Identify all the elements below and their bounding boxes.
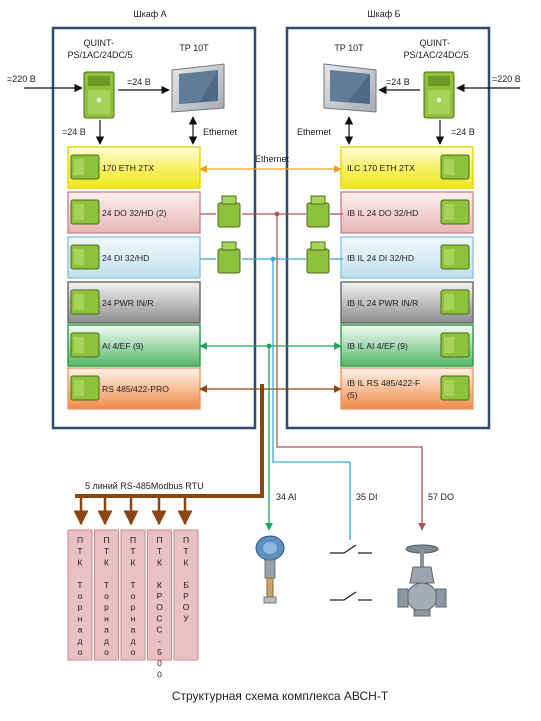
cabinet-a-module-do: 24 DO 32/HD (2) [67,191,201,234]
do-field-line [276,214,426,531]
diagram-caption: Структурная схема комплекса АВСН-Т [172,689,389,703]
cabinet-a-module-pwr: 24 PWR IN/R [67,281,201,324]
rs485-trunk [75,384,264,498]
cabinet-a-module-rs485: RS 485/422-PRO [67,367,201,410]
do-link [200,211,343,217]
cabinet-b-module-pwr: IB IL 24 PWR IN/R [340,281,474,324]
ethernet-link-label: Ethernet [255,154,290,164]
cabinet-b-module-rs485: IB IL RS 485/422-F(5) [340,367,474,410]
cabinet-a-title: Шкаф А [133,9,166,19]
cabinet-a-module-do-label: 24 DO 32/HD (2) [102,208,167,218]
power-supply-a [83,71,115,119]
ethernet-label-b: Ethernet [297,127,332,137]
cabinet-a-module-eth-icon-detail [74,159,84,175]
ptk-box-3-frame [120,529,146,661]
cabinet-b-module-di-icon-detail [444,249,454,265]
cabinet-a-module-di-label: 24 DI 32/HD [102,253,149,263]
power-supply-a-label: QUINT- PS/1AC/24DC/5 [67,38,132,60]
di-contact-icon [330,544,372,601]
cabinet-a-module-rs485-icon-detail [74,380,84,396]
cabinet-b-module-rs485-icon-detail [444,380,454,396]
ptk-box-2-frame [94,529,119,661]
cabinet-b-module-pwr-icon-detail [444,294,454,310]
cabinet-b-module-do-label: IB IL 24 DO 32/HD [347,208,418,218]
ptk-box-4-frame [147,529,172,661]
cabinet-a-module-pwr-icon-detail [74,294,84,310]
cabinet-a-module-ai-icon-detail [74,337,84,353]
cabinet-b-modules: ILC 170 ETH 2TX IB IL 24 DO 32/HD IB IL 24… [340,146,474,410]
cabinet-b-module-eth: ILC 170 ETH 2TX [340,146,474,189]
power-supply-b [423,71,455,119]
touch-panel-b [323,63,377,113]
relay-di-a [217,241,241,274]
cabinet-b-module-eth-label: ILC 170 ETH 2TX [347,163,415,173]
di-field-line [272,259,351,540]
cabinet-b-frame [285,26,491,430]
cabinet-b-module-di-box [340,236,474,279]
rs485-lines-label: 5 линий RS-485Modbus RTU [85,481,204,491]
do-count-label: 57 DO [428,492,454,502]
cabinet-b-title: Шкаф Б [367,9,400,19]
ptk-box-5-frame [173,529,199,661]
valve-icon [397,544,447,617]
relay-do-a [217,195,241,228]
cabinet-a-module-ai-label: AI 4/EF (9) [102,341,144,351]
panel-a-label: TP 10T [179,43,209,53]
cabinet-a-module-di-icon-detail [74,249,84,265]
cabinet-a-module-ai: AI 4/EF (9) [67,324,201,367]
cabinet-a-modules: 170 ETH 2TX 24 DO 32/HD (2) 24 DI 32/HD 24 … [67,146,201,410]
cabinet-b-module-pwr-box [340,281,474,324]
input-voltage-a: =220 В [7,74,36,84]
panel-b-label: TP 10T [334,43,364,53]
cabinet-a-module-rs485-label: RS 485/422-PRO [102,384,169,394]
cabinet-b-module-ai-icon-detail [444,337,454,353]
rs485-drops [73,496,193,526]
relay-di-b [306,241,330,274]
di-count-label: 35 DI [356,492,378,502]
cabinet-b-module-ai-label: IB IL AI 4/EF (9) [347,341,408,351]
output-voltage-b: =24 В [386,77,410,87]
cabinet-b-module-ai: IB IL AI 4/EF (9) [340,324,474,367]
cabinet-a-module-pwr-label: 24 PWR IN/R [102,298,154,308]
cabinet-a-module-di: 24 DI 32/HD [67,236,201,279]
ai-count-label: 34 AI [276,492,297,502]
cabinet-b-module-rs485-label: IB IL RS 485/422-F(5) [347,378,420,400]
power-supply-b-label: QUINT- PS/1AC/24DC/5 [403,38,468,60]
cabinet-b-module-pwr-label: IB IL 24 PWR IN/R [347,298,418,308]
module-voltage-a: =24 В [62,127,86,137]
ethernet-label-a: Ethernet [203,127,238,137]
input-voltage-b: =220 В [492,74,521,84]
touch-panel-a [171,63,225,113]
relay-do-b [306,195,330,228]
module-voltage-b: =24 В [451,127,475,137]
di-link [200,256,343,262]
cabinet-b-module-do-icon-detail [444,204,454,220]
cabinet-b-module-di-label: IB IL 24 DI 32/HD [347,253,414,263]
cabinet-b-module-di: IB IL 24 DI 32/HD [340,236,474,279]
output-voltage-a: =24 В [127,77,151,87]
cabinet-a-module-eth-label: 170 ETH 2TX [102,163,154,173]
cabinet-a-module-eth: 170 ETH 2TX [67,146,201,189]
cabinet-a-frame [51,26,257,430]
cabinet-b-module-eth-icon-detail [444,159,454,175]
cabinet-a-module-do-icon-detail [74,204,84,220]
ptk-box-1-frame [67,529,93,661]
cabinet-b-module-do: IB IL 24 DO 32/HD [340,191,474,234]
pressure-transmitter-icon [255,535,285,604]
